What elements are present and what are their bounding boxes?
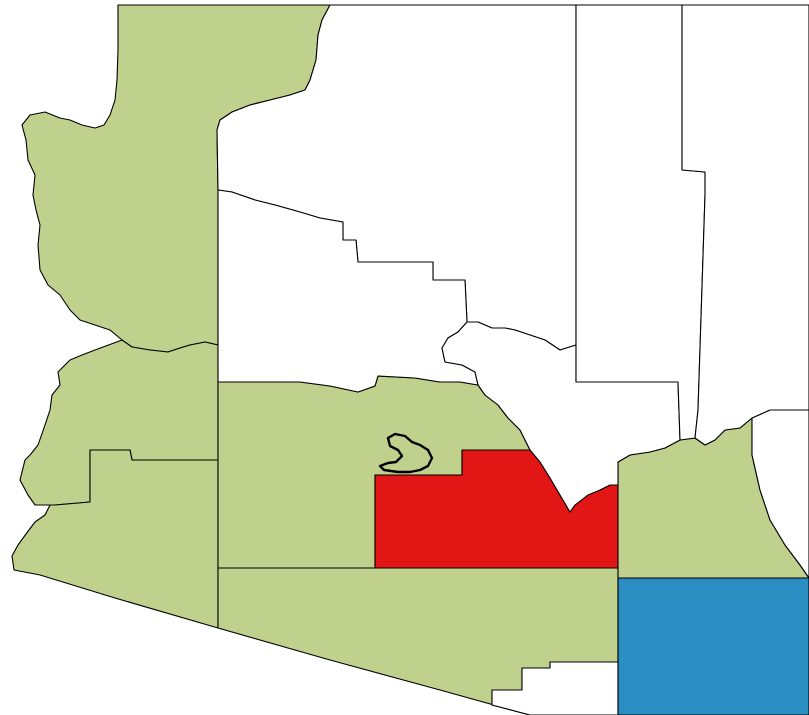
lake-outline — [378, 432, 434, 474]
county-yuma[interactable] — [11, 449, 219, 629]
county-apache[interactable] — [681, 4, 809, 446]
county-santa-cruz[interactable] — [491, 661, 619, 715]
county-cochise[interactable] — [617, 577, 809, 715]
county-gila[interactable] — [441, 321, 681, 513]
